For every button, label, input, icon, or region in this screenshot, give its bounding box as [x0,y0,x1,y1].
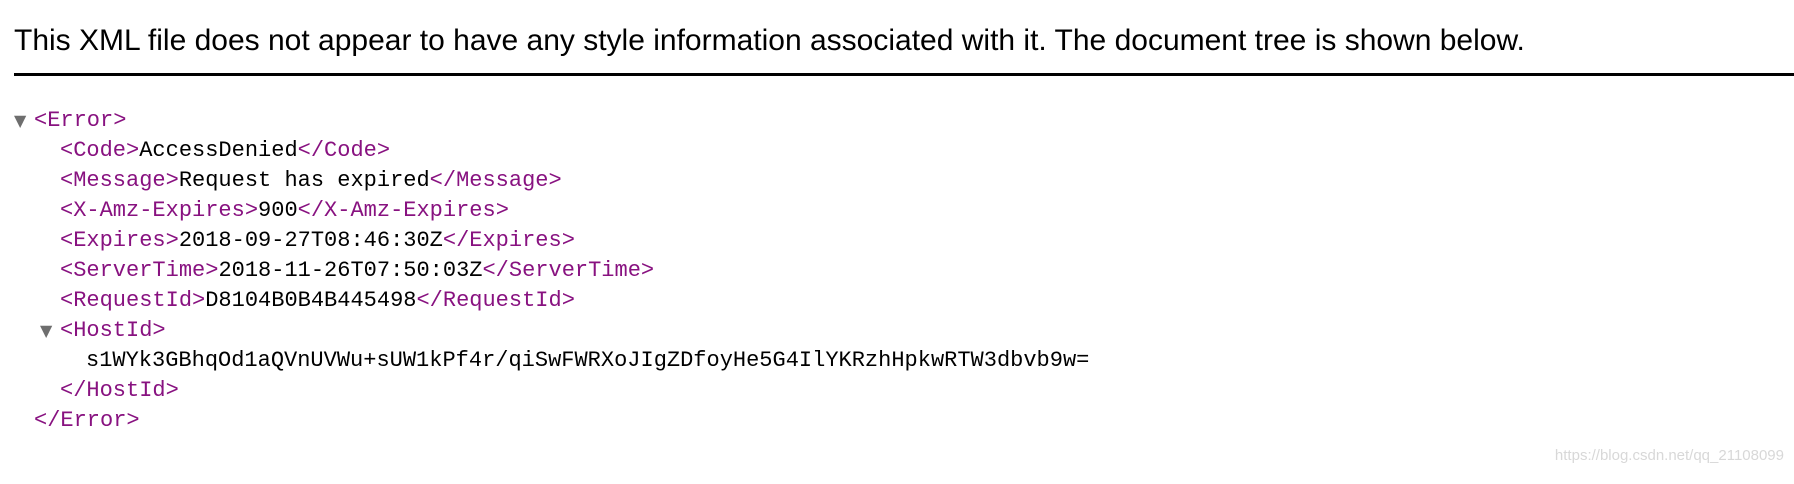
request-id-close-tag: </RequestId> [416,288,575,313]
server-time-value: 2018-11-26T07:50:03Z [218,258,483,283]
collapse-toggle-icon[interactable]: ▼ [14,111,27,130]
host-id-close-line: </HostId> [14,376,1089,406]
x-amz-expires-line: <X-Amz-Expires>900</X-Amz-Expires> [14,196,1089,226]
server-time-close-tag: </ServerTime> [482,258,655,283]
message-close-tag: </Message> [429,168,562,193]
error-close-tag: </Error> [34,408,140,433]
code-value: AccessDenied [139,138,298,163]
code-close-tag: </Code> [297,138,391,163]
request-id-line: <RequestId>D8104B0B4B445498</RequestId> [14,286,1089,316]
message-value: Request has expired [178,168,430,193]
expires-close-tag: </Expires> [442,228,575,253]
error-open-line: ▼ <Error> [14,106,1089,136]
server-time-open-tag: <ServerTime> [60,258,219,283]
xml-document-tree: ▼ <Error> <Code>AccessDenied</Code> <Mess… [14,106,1089,436]
expires-value: 2018-09-27T08:46:30Z [178,228,443,253]
error-open-tag: <Error> [34,108,127,133]
host-id-close-tag: </HostId> [60,378,179,403]
x-amz-expires-value: 900 [258,198,298,223]
error-close-line: </Error> [14,406,1089,436]
expires-open-tag: <Expires> [60,228,179,253]
expires-line: <Expires>2018-09-27T08:46:30Z</Expires> [14,226,1089,256]
message-open-tag: <Message> [60,168,179,193]
request-id-open-tag: <RequestId> [60,288,206,313]
host-id-open-tag: <HostId> [60,318,166,343]
x-amz-expires-close-tag: </X-Amz-Expires> [297,198,509,223]
server-time-line: <ServerTime>2018-11-26T07:50:03Z</Server… [14,256,1089,286]
message-line: <Message>Request has expired</Message> [14,166,1089,196]
code-line: <Code>AccessDenied</Code> [14,136,1089,166]
host-id-open-line: ▼ <HostId> [14,316,1089,346]
request-id-value: D8104B0B4B445498 [205,288,417,313]
x-amz-expires-open-tag: <X-Amz-Expires> [60,198,259,223]
host-id-value-line: s1WYk3GBhqOd1aQVnUVWu+sUW1kPf4r/qiSwFWRX… [14,346,1089,376]
watermark: https://blog.csdn.net/qq_21108099 [1554,447,1784,464]
code-open-tag: <Code> [60,138,140,163]
collapse-toggle-icon[interactable]: ▼ [40,321,53,340]
host-id-value: s1WYk3GBhqOd1aQVnUVWu+sUW1kPf4r/qiSwFWRX… [86,348,1090,373]
header-divider [14,73,1794,76]
xml-style-notice: This XML file does not appear to have an… [14,24,1525,57]
